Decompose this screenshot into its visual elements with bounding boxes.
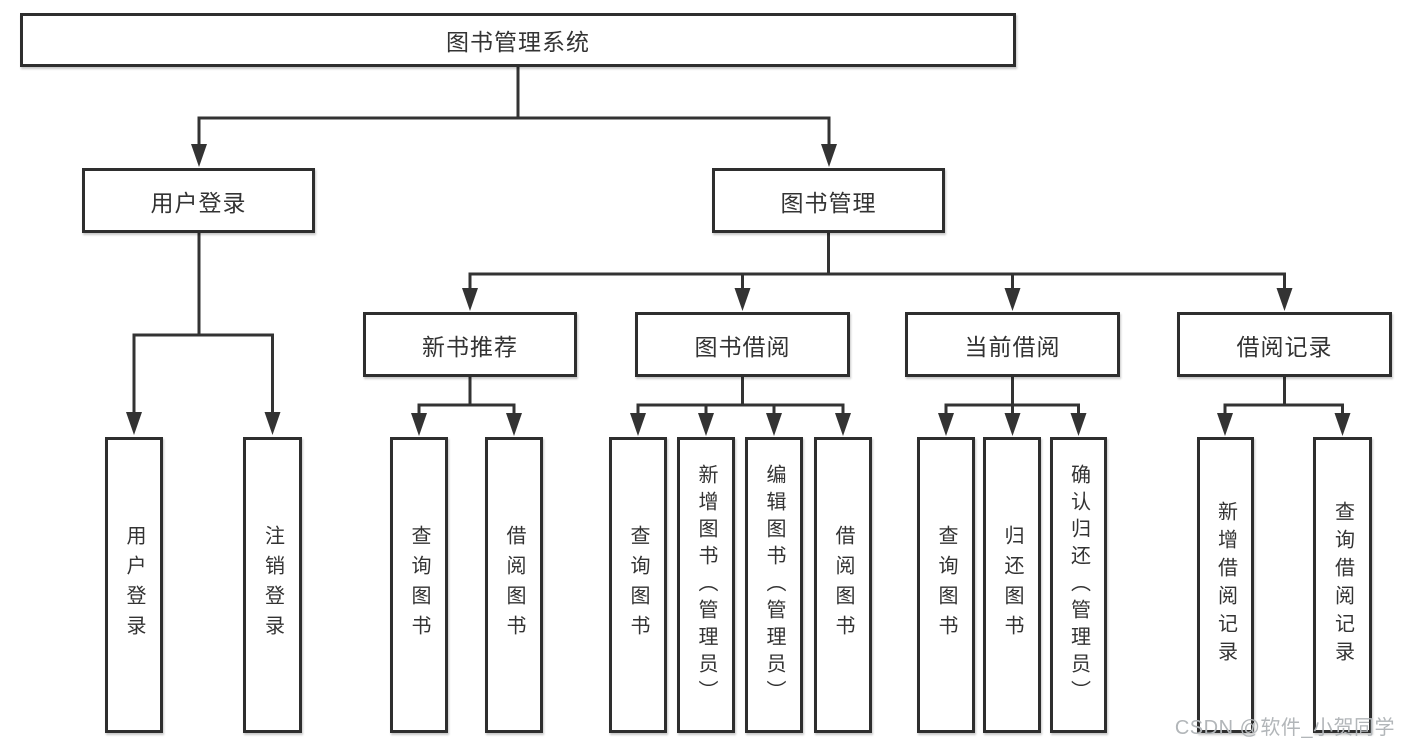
leaf-add-books-admin: 新增图书（管理员）	[677, 437, 735, 733]
node-book-borrow: 图书借阅	[635, 312, 850, 377]
node-label: 图书借阅	[694, 333, 791, 360]
node-label: 当前借阅	[964, 333, 1061, 360]
leaf-query-books-2: 查询图书	[609, 437, 667, 733]
csdn-watermark: CSDN @软件_小贺同学	[1174, 717, 1395, 739]
node-current-borrow: 当前借阅	[905, 312, 1120, 377]
node-label: 借阅记录	[1236, 333, 1333, 360]
node-label: 新增借阅记录	[1214, 501, 1237, 669]
leaf-query-books-1: 查询图书	[390, 437, 448, 733]
node-label: 新书推荐	[422, 333, 518, 360]
node-label: 图书管理	[780, 189, 877, 216]
leaf-return-books: 归还图书	[983, 437, 1041, 733]
node-new-book-recommend: 新书推荐	[363, 312, 577, 377]
node-label: 新增图书（管理员）	[695, 463, 717, 707]
node-root-library-system: 图书管理系统	[20, 13, 1016, 67]
node-label: 借阅图书	[832, 525, 854, 645]
leaf-user-login: 用户登录	[105, 437, 163, 733]
node-label: 图书管理系统	[446, 29, 590, 55]
leaf-logout: 注销登录	[243, 437, 302, 733]
leaf-confirm-return-admin: 确认归还（管理员）	[1050, 437, 1107, 733]
node-label: 归还图书	[1001, 525, 1023, 645]
node-label: 查询图书	[627, 525, 649, 645]
node-label: 用户登录	[123, 525, 145, 645]
node-label: 确认归还（管理员）	[1067, 463, 1090, 707]
node-label: 查询借阅记录	[1331, 501, 1354, 669]
leaf-query-books-3: 查询图书	[917, 437, 975, 733]
node-label: 借阅图书	[503, 525, 525, 645]
leaf-query-borrow-record: 查询借阅记录	[1313, 437, 1372, 733]
node-label: 编辑图书（管理员）	[763, 463, 785, 707]
node-label: 注销登录	[261, 525, 284, 645]
node-label: 查询图书	[408, 525, 430, 645]
node-label: 用户登录	[150, 189, 247, 216]
node-borrow-record: 借阅记录	[1177, 312, 1392, 377]
leaf-edit-books-admin: 编辑图书（管理员）	[745, 437, 803, 733]
node-book-management: 图书管理	[712, 168, 945, 233]
node-user-login: 用户登录	[82, 168, 315, 233]
node-label: 查询图书	[935, 525, 957, 645]
leaf-add-borrow-record: 新增借阅记录	[1197, 437, 1254, 733]
leaf-borrow-books-1: 借阅图书	[485, 437, 543, 733]
leaf-borrow-books-2: 借阅图书	[814, 437, 872, 733]
